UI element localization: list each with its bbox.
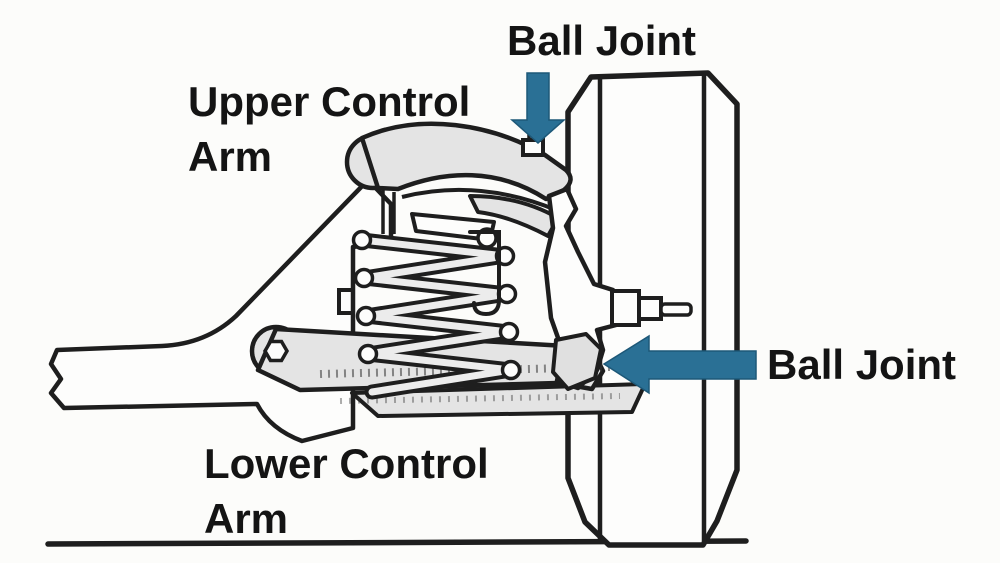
shock-bracket	[468, 230, 501, 317]
hatching	[339, 393, 621, 404]
upper-control-arm	[344, 121, 573, 238]
upper-control-arm-label-line2: Arm	[188, 133, 273, 180]
spring-seat-bracket	[337, 288, 353, 315]
down-arrow-icon	[510, 72, 566, 145]
pivot-hex-hole	[262, 339, 290, 363]
coil-spring	[351, 212, 522, 400]
bushing-post	[381, 190, 396, 234]
upper-ball-joint-stud	[521, 138, 545, 157]
frame-rail	[48, 177, 394, 444]
spindle	[610, 289, 693, 327]
lower-control-arm-label-line1: Lower Control	[204, 440, 489, 487]
lower-ball-joint	[551, 332, 603, 391]
lower-control-arm-label-line2: Arm	[204, 495, 289, 542]
lower-arm-bracket	[350, 382, 647, 418]
arm-under-edge	[401, 187, 557, 212]
ball-joint-side-label: Ball Joint	[767, 341, 957, 388]
steering-knuckle	[542, 186, 693, 391]
left-arrow-icon	[602, 334, 757, 395]
upper-control-arm-label-line1: Upper Control	[188, 78, 471, 125]
ball-joint-top-label: Ball Joint	[507, 17, 697, 64]
